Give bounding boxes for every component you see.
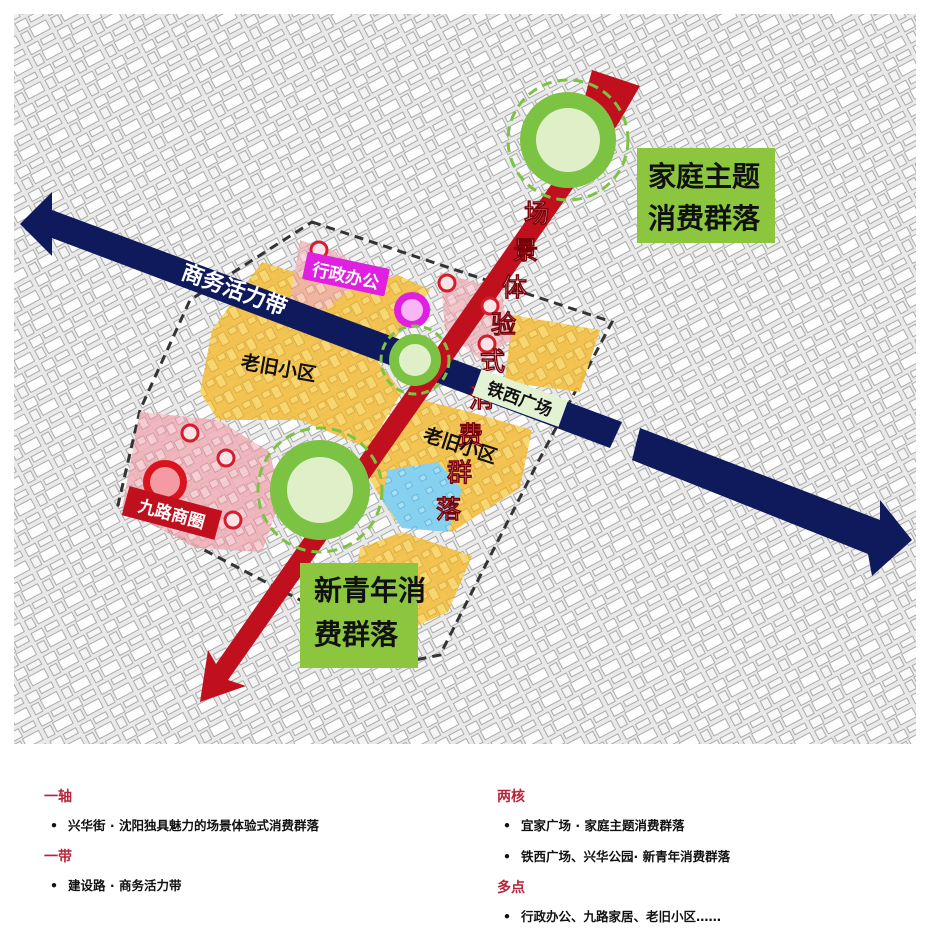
svg-text:新青年消费群落: 新青年消费群落 — [314, 574, 426, 651]
legend-item-text: 宜家广场 · 家庭主题消费群落 — [521, 818, 685, 833]
legend-heading: 一带 — [44, 849, 72, 865]
node-markers — [180, 240, 500, 530]
legend-heading: 一轴 — [44, 789, 72, 805]
legend-item: • 建设路 · 商务活力带 — [50, 875, 319, 894]
bullet-icon: • — [503, 818, 511, 833]
youth-core-node — [256, 426, 384, 554]
admin-office-node — [394, 292, 430, 328]
legend-item-text: 建设路 · 商务活力带 — [68, 878, 182, 893]
bullet-icon: • — [50, 818, 58, 833]
legend-heading: 多点 — [497, 880, 525, 896]
old-community-zone-northeast — [505, 315, 600, 392]
svg-text:家庭主题消费群落: 家庭主题消费群落 — [648, 160, 761, 235]
youth-cluster-label: 新青年消费群落 — [300, 563, 426, 668]
tiexi-core-node — [379, 324, 451, 396]
legend-item-text: 兴华街 · 沈阳独具魅力的场景体验式消费群落 — [68, 818, 319, 833]
legend-left: 一轴 • 兴华街 · 沈阳独具魅力的场景体验式消费群落一带 • 建设路 · 商务活力带 — [44, 786, 319, 906]
urban-structure-map: 场景体验式消费群落 商务活力带 行政办公 老旧小区 老旧小区 铁西广场 九路商圈… — [14, 14, 916, 744]
legend-item: • 铁西广场、兴华公园· 新青年消费群落 — [503, 846, 730, 865]
legend-item-text: 铁西广场、兴华公园· 新青年消费群落 — [521, 849, 731, 864]
xinghua-park — [382, 462, 462, 532]
family-core-node — [506, 78, 630, 202]
legend-right: 两核 • 宜家广场 · 家庭主题消费群落 • 铁西广场、兴华公园· 新青年消费群落多点 •… — [497, 786, 730, 937]
business-band-arrow — [20, 192, 912, 576]
legend-item-text: 行政办公、九路家居、老旧小区…… — [521, 909, 722, 924]
legend-item: • 宜家广场 · 家庭主题消费群落 — [503, 815, 730, 834]
legend-item: • 兴华街 · 沈阳独具魅力的场景体验式消费群落 — [50, 815, 319, 834]
bullet-icon: • — [503, 909, 511, 924]
scene-axis-arrow — [200, 70, 640, 702]
legend-heading: 两核 — [497, 789, 525, 805]
bullet-icon: • — [50, 878, 58, 893]
family-cluster-label: 家庭主题消费群落 — [637, 148, 775, 243]
legend-item: • 行政办公、九路家居、老旧小区…… — [503, 906, 730, 925]
bullet-icon: • — [503, 849, 511, 864]
